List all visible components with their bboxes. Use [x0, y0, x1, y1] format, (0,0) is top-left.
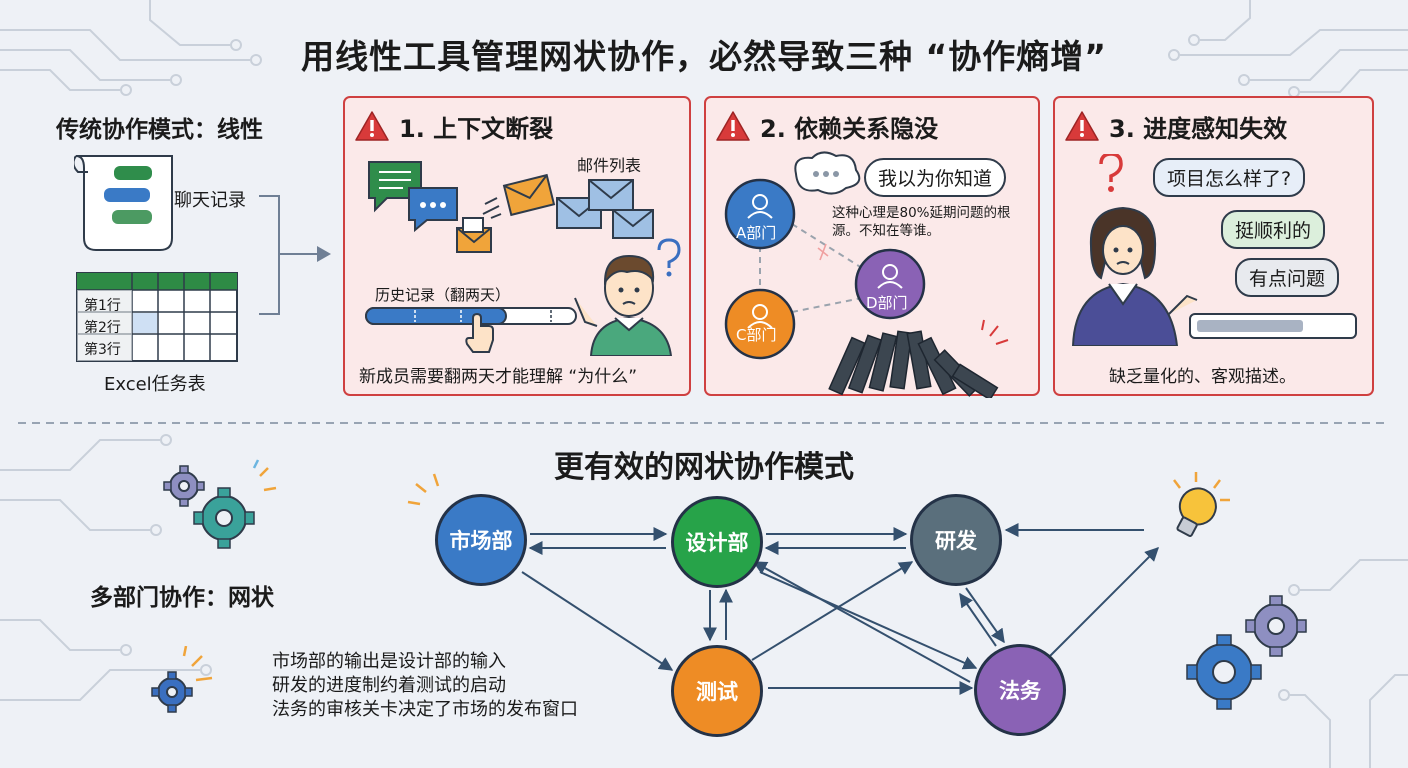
- panel-progress-blind: 3. 进度感知失效 项目怎么样了? 挺顺利的 有点问题 缺乏量化的、客观描述。: [1053, 96, 1374, 396]
- excel-row-3: 第3行: [84, 342, 121, 358]
- mail-list-label: 邮件列表: [577, 156, 642, 175]
- node-market-label: 市场部: [449, 529, 513, 553]
- warning-icon: [355, 111, 389, 141]
- node-test[interactable]: 测试: [671, 645, 763, 737]
- user-icon: [747, 194, 903, 329]
- messages-and-mail-illustration: [368, 161, 654, 253]
- panel-context-break: 1. 上下文断裂 邮件列表 历史记录（翻两天）: [343, 96, 691, 396]
- bubble-reply-smooth: 挺顺利的: [1221, 210, 1326, 249]
- question-icon: [657, 238, 681, 268]
- confused-person-illustration: [574, 238, 681, 356]
- network-side-heading: 多部门协作：网状: [90, 585, 274, 611]
- chat-icon: [368, 161, 458, 233]
- network-heading: 更有效的网状协作模式: [554, 450, 854, 485]
- panel-2-title: 2. 依赖关系隐没: [760, 114, 939, 143]
- dept-c-label: C部门: [736, 326, 777, 344]
- gear-icon: [1186, 595, 1307, 710]
- gear-icon: [151, 646, 213, 713]
- thought-bubble-icon: [794, 151, 861, 195]
- domino-icon: [828, 330, 999, 398]
- network-note-3: 法务的审核关卡决定了市场的发布窗口: [272, 699, 578, 720]
- sparkle-decoration: [407, 473, 440, 506]
- node-rd-label: 研发: [935, 529, 977, 553]
- progress-bar: [1189, 313, 1357, 339]
- page-title: 用线性工具管理网状协作，必然导致三种 “协作熵增”: [301, 37, 1107, 76]
- lightbulb-icon: [1173, 472, 1230, 538]
- dept-d-label: D部门: [866, 294, 908, 312]
- excel-label: Excel任务表: [104, 374, 206, 395]
- linear-heading: 传统协作模式：线性: [56, 117, 263, 143]
- history-scrollbar[interactable]: [365, 304, 585, 354]
- node-legal-label: 法务: [999, 679, 1041, 703]
- mail-icon: [456, 173, 654, 253]
- node-market[interactable]: 市场部: [435, 494, 527, 586]
- panel-2-note: 这种心理是80%延期问题的根源。不知在等谁。: [832, 205, 1011, 239]
- excel-row-2: 第2行: [84, 320, 121, 336]
- node-design-label: 设计部: [685, 531, 749, 555]
- panel-3-caption: 缺乏量化的、客观描述。: [1109, 367, 1296, 387]
- excel-task-table: [76, 272, 238, 362]
- node-legal[interactable]: 法务: [974, 644, 1066, 736]
- network-notes: 市场部的输出是设计部的输入 研发的进度制约着测试的启动 法务的审核关卡决定了市场…: [272, 650, 578, 722]
- panel-3-title: 3. 进度感知失效: [1109, 114, 1288, 143]
- gear-icon: [163, 459, 277, 549]
- dependency-graph: [724, 178, 1009, 398]
- excel-row-1: 第1行: [84, 298, 121, 314]
- arrow-right-icon: [259, 195, 331, 315]
- hand-pointer-icon: [465, 312, 494, 353]
- node-design[interactable]: 设计部: [671, 496, 763, 588]
- network-note-2: 研发的进度制约着测试的启动: [272, 675, 506, 696]
- bubble-question: 项目怎么样了?: [1153, 158, 1306, 197]
- question-icon: [1099, 154, 1123, 182]
- bubble-reply-problem: 有点问题: [1235, 258, 1340, 297]
- dept-a-label: A部门: [736, 224, 777, 242]
- warning-icon: [716, 111, 750, 141]
- warning-icon: [1065, 111, 1099, 141]
- bubble-i-thought-you-knew: 我以为你知道: [864, 158, 1007, 197]
- panel-1-title: 1. 上下文断裂: [399, 114, 554, 143]
- chat-log-icon: [74, 155, 173, 251]
- node-rd[interactable]: 研发: [910, 494, 1002, 586]
- panel-dependency-hidden: 2. 依赖关系隐没 我以为你知道 这种心理是80%延期问题的根源。不知在等谁。: [704, 96, 1040, 398]
- chat-log-label: 聊天记录: [174, 190, 246, 211]
- confused-manager-illustration: [1071, 154, 1198, 346]
- panel-1-caption: 新成员需要翻两天才能理解 “为什么”: [359, 367, 638, 387]
- network-note-1: 市场部的输出是设计部的输入: [272, 651, 506, 672]
- node-test-label: 测试: [696, 680, 738, 704]
- history-label: 历史记录（翻两天）: [375, 286, 511, 304]
